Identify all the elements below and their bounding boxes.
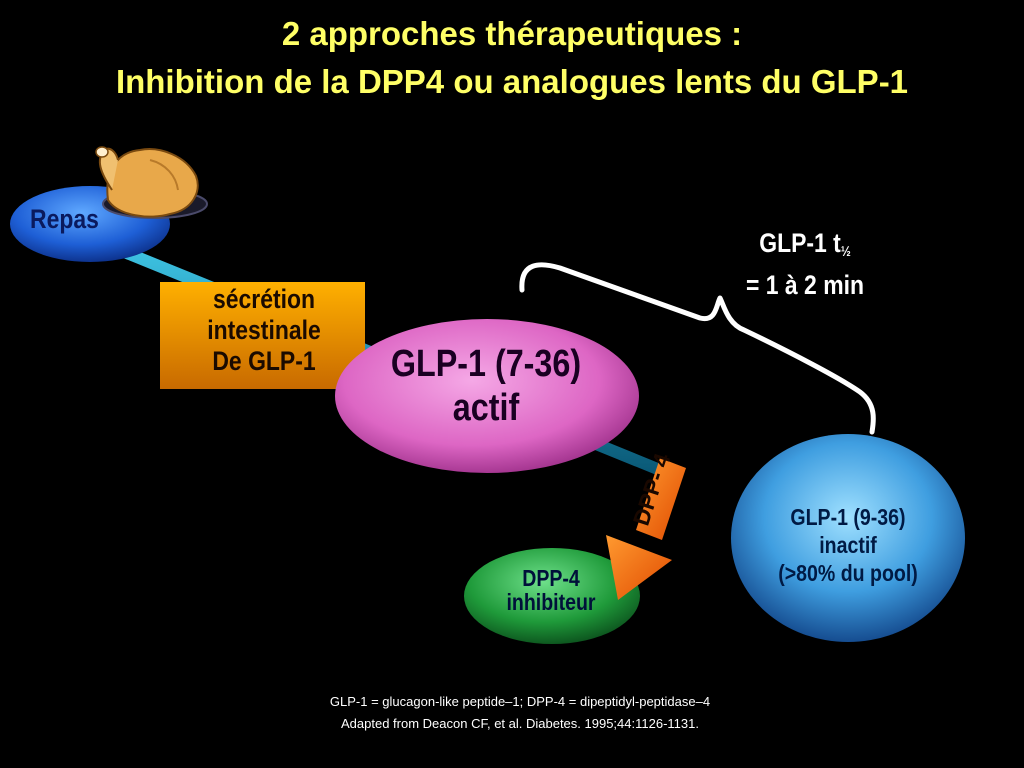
glp1-inactive-line-3: (>80% du pool)	[778, 560, 918, 586]
secretion-line-1: sécrétion	[212, 284, 316, 314]
footnote-abbreviations: GLP-1 = glucagon-like peptide–1; DPP-4 =…	[329, 694, 711, 709]
half-life-label: GLP-1 t½ = 1 à 2 min	[716, 226, 895, 302]
dpp4-inhibitor-node	[464, 548, 640, 644]
dpp4-inhibitor-label: DPP-4 inhibiteur	[478, 566, 624, 614]
glp1-active-line-2: actif	[452, 387, 520, 429]
glp1-inactive-label: GLP-1 (9-36) inactif (>80% du pool)	[752, 503, 944, 587]
dpp4-arrow	[606, 458, 686, 600]
half-life-prefix: GLP-1 t	[759, 228, 841, 258]
glp1-active-node	[335, 319, 639, 473]
secretion-line-2: intestinale	[207, 315, 321, 345]
half-life-line-2: = 1 à 2 min	[745, 270, 864, 300]
dpp4-inhibitor-line-1: DPP-4	[522, 565, 580, 591]
secretion-box	[160, 282, 365, 389]
half-life-line-1: GLP-1 t½	[716, 226, 895, 268]
secretion-line-3: De GLP-1	[212, 346, 316, 376]
half-life-subscript: ½	[840, 243, 851, 259]
title-line-2: Inhibition de la DPP4 ou analogues lents…	[115, 63, 909, 100]
chicken-icon	[95, 146, 208, 219]
glp1-active-label: GLP-1 (7-36) actif	[358, 342, 615, 430]
repas-label: Repas	[30, 204, 99, 234]
title-line-1: 2 approches thérapeutiques :	[281, 15, 743, 52]
secretion-label: sécrétion intestinale De GLP-1	[176, 284, 353, 377]
glp1-active-line-1: GLP-1 (7-36)	[390, 343, 582, 385]
glp1-inactive-line-1: GLP-1 (9-36)	[790, 504, 906, 530]
half-life-brace	[519, 262, 876, 435]
footnote-reference: Adapted from Deacon CF, et al. Diabetes.…	[341, 716, 699, 731]
dpp4-inhibitor-line-2: inhibiteur	[506, 589, 596, 615]
glp1-inactive-line-2: inactif	[819, 532, 877, 558]
glp1-inactive-node	[731, 434, 965, 642]
